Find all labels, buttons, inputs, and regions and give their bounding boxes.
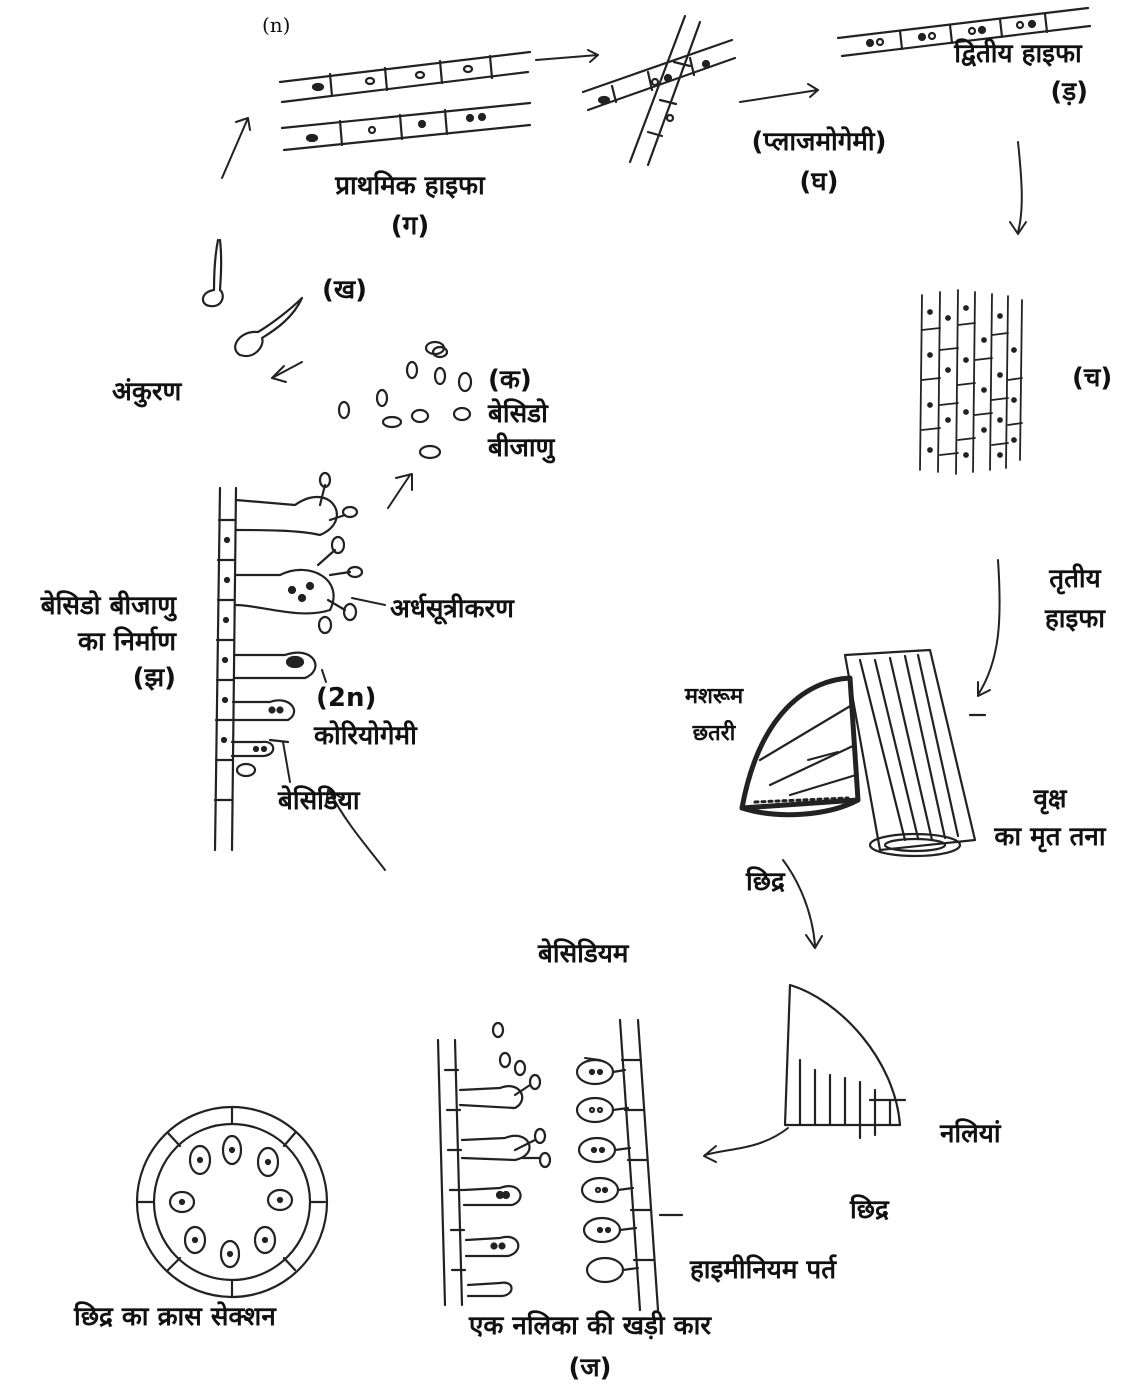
basidiospores-line2: बीजाणु xyxy=(488,434,554,464)
ploidy-2n-label: (2n) xyxy=(316,684,376,714)
plasmogamy-drawing xyxy=(583,16,735,165)
basidiospores-drawing xyxy=(339,342,471,458)
tubes-label: नलियां xyxy=(940,1120,1001,1150)
tree-line2: का मृत तना xyxy=(985,823,1115,853)
primary-hypha-label: प्राथमिक हाइफा (ग) xyxy=(300,172,520,242)
secondary-hypha-text: द्वितीय हाइफा xyxy=(918,40,1118,70)
germination-tag: (ख) xyxy=(322,276,367,306)
pore-label-top: छिद्र xyxy=(746,868,785,898)
meiosis-label: अर्धसूत्रीकरण xyxy=(390,595,514,625)
karyogamy-label: कोरियोगेमी xyxy=(314,722,417,752)
primary-hyphae-drawing xyxy=(280,52,530,150)
gill-tubes-drawing xyxy=(785,985,905,1138)
plasmogamy-text: (प्लाजमोगेमी) xyxy=(724,128,914,158)
tertiary-hypha-line1: तृतीय xyxy=(1030,565,1120,595)
long-section-tag: (ज) xyxy=(420,1354,760,1384)
tube-longitudinal-section-drawing xyxy=(438,1020,682,1310)
germinating-spores-drawing xyxy=(203,240,302,356)
ploidy-n-label: (n) xyxy=(262,14,291,37)
mushroom-line2: छतरी xyxy=(664,721,764,746)
hymenium-label: हाइमीनियम पर्त xyxy=(690,1256,836,1286)
mushroom-on-trunk-drawing xyxy=(742,650,985,856)
plasmogamy-label: (प्लाजमोगेमी) (घ) xyxy=(724,128,914,198)
tree-line1: वृक्ष xyxy=(985,785,1115,815)
mushroom-cap-label: मशरूम छतरी xyxy=(664,684,764,747)
basidium-label: बेसिडियम xyxy=(538,940,628,970)
formation-tag: (झ) xyxy=(8,664,176,694)
tertiary-hypha-line2: हाइफा xyxy=(1030,605,1120,635)
basidia-label: बेसिडिया xyxy=(278,787,360,817)
primary-hypha-tag: (ग) xyxy=(300,212,520,242)
formation-line2: का निर्माण xyxy=(8,628,176,658)
formation-line1: बेसिडो बीजाणु xyxy=(8,592,176,622)
basidiospore-formation-label: बेसिडो बीजाणु का निर्माण (झ) xyxy=(8,592,176,694)
secondary-hypha-label: द्वितीय हाइफा (ड़) xyxy=(918,40,1118,108)
pore-label-bottom: छिद्र xyxy=(850,1196,889,1226)
primary-hypha-text: प्राथमिक हाइफा xyxy=(300,172,520,202)
cross-section-label: छिद्र का क्रास सेक्शन xyxy=(74,1303,276,1333)
mushroom-line1: मशरूम xyxy=(664,684,764,709)
basidiospores-label: (क) बेसिडो बीजाणु xyxy=(488,366,554,464)
plasmogamy-tag: (घ) xyxy=(724,168,914,198)
longitudinal-section-label: एक नलिका की खड़ी कार (ज) xyxy=(420,1312,760,1384)
long-section-text: एक नलिका की खड़ी कार xyxy=(420,1312,760,1342)
basidiospores-line1: बेसिडो xyxy=(488,400,554,430)
pore-cross-section-drawing xyxy=(137,1107,327,1297)
tertiary-stage-tag: (च) xyxy=(1072,364,1112,394)
dead-tree-trunk-label: वृक्ष का मृत तना xyxy=(985,785,1115,853)
secondary-hypha-tag: (ड़) xyxy=(918,78,1118,108)
basidiospores-tag: (क) xyxy=(488,366,554,396)
germination-label: अंकुरण xyxy=(112,378,181,408)
tertiary-hyphae-drawing xyxy=(920,290,1022,474)
tertiary-hypha-label: तृतीय हाइफा xyxy=(1030,565,1120,635)
